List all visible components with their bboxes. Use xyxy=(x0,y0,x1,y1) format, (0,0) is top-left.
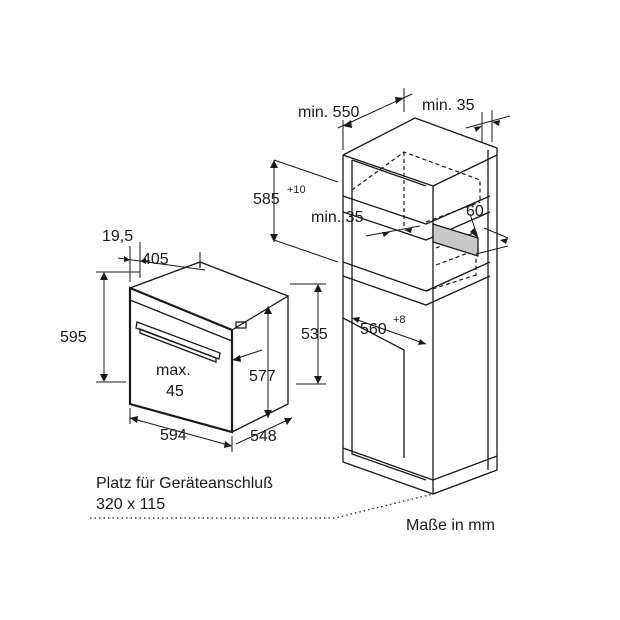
label-connection-space: Platz für Geräteanschluß xyxy=(96,475,273,492)
label-niche-height-tolerance: +10 xyxy=(287,184,306,196)
oven-dimension-lines xyxy=(96,242,326,452)
label-front-offset: 19,5 xyxy=(102,228,133,245)
label-connection-size: 320 x 115 xyxy=(96,496,165,513)
door-handle-lower xyxy=(139,328,217,363)
label-cabinet-depth: min. 550 xyxy=(298,104,359,121)
label-vent-height: 60 xyxy=(466,203,484,220)
label-niche-width-tolerance: +8 xyxy=(393,314,406,326)
label-niche-offset: min. 35 xyxy=(311,209,364,226)
label-max: max. xyxy=(156,362,191,379)
label-oven-body-height: 535 xyxy=(301,326,328,343)
oven-front xyxy=(128,286,234,434)
label-oven-depth: 548 xyxy=(250,428,277,445)
label-units: Maße in mm xyxy=(406,517,495,534)
control-panel-line xyxy=(129,299,233,342)
label-cabinet-wall: min. 35 xyxy=(422,97,475,114)
cabinet-drawing xyxy=(342,117,498,495)
label-niche-width: 560 xyxy=(360,321,387,338)
shelf-top xyxy=(342,195,491,225)
label-max-value: 45 xyxy=(166,383,184,400)
label-oven-width: 594 xyxy=(160,427,187,444)
label-oven-top-depth: 405 xyxy=(142,251,169,268)
oven-top xyxy=(129,261,290,331)
oven-drawing xyxy=(128,261,290,434)
cabinet-dimension-lines xyxy=(270,88,511,345)
door-handle xyxy=(135,321,221,360)
ventilation-opening xyxy=(433,224,478,256)
oven-side xyxy=(231,296,289,433)
label-niche-height: 585 xyxy=(253,191,280,208)
control-knob xyxy=(235,321,247,329)
cabinet-outline xyxy=(342,117,498,495)
connection-space-leader xyxy=(90,493,434,519)
dimension-labels: 19,5 405 595 max. 45 577 535 594 548 min… xyxy=(60,97,495,534)
label-oven-height: 595 xyxy=(60,329,87,346)
label-oven-inner-height: 577 xyxy=(249,368,276,385)
